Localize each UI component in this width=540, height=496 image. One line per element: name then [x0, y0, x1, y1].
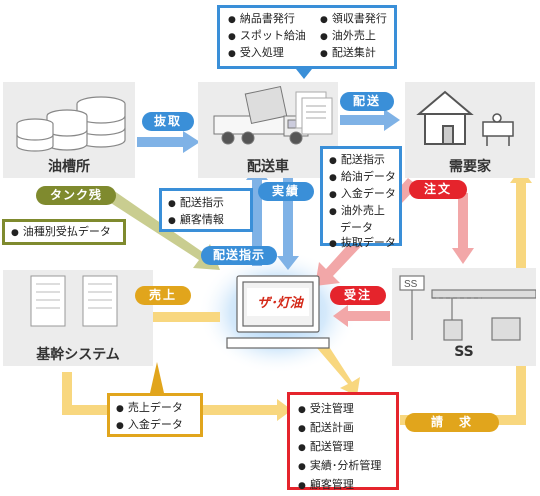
callout-oil-item: 油種別受払データ: [11, 224, 117, 241]
arrow-jisseki-down: [277, 172, 299, 270]
callout-top-item: 配送集計: [320, 45, 387, 62]
node-label-haisosha: 配送車: [247, 159, 289, 175]
callout-top-item: 納品書発行: [228, 11, 306, 28]
node-label-juyouka: 需要家: [449, 159, 491, 175]
arrow-juchu: [333, 305, 390, 327]
arrow-juyouka-to-ss: [452, 193, 474, 264]
callout-vehicle-item: 抜取データ: [329, 235, 396, 252]
callout-vehicle-item: 入金データ: [329, 186, 396, 203]
callout-sales-item: 売上データ: [116, 400, 194, 417]
callout-sales: 売上データ 入金データ: [107, 393, 203, 437]
computer-icon: [226, 275, 330, 349]
callout-features-item: 配送計画: [298, 419, 388, 438]
node-haisosha: 配送車: [198, 82, 338, 178]
callout-oil-data: 油種別受払データ: [2, 219, 126, 245]
node-yusoujo: 油槽所: [3, 82, 135, 178]
callout-haiso-item: 顧客情報: [168, 212, 244, 229]
node-ss: SS SS: [392, 268, 536, 366]
callout-top: 納品書発行 スポット給油 受入処理 領収書発行 油外売上 配送集計: [217, 5, 397, 69]
callout-vehicle-item: 配送指示: [329, 152, 393, 169]
node-label-ss: SS: [454, 344, 474, 360]
house-icon: [416, 90, 514, 146]
callout-haiso-item: 配送指示: [168, 195, 244, 212]
node-label-yusoujo: 油槽所: [48, 159, 90, 175]
callout-vehicle-item: 給油データ: [329, 169, 396, 186]
callout-features-item: 顧客管理: [298, 476, 388, 495]
callout-vehicle-data: 配送指示 給油データ 入金データ 油外売上 データ 抜取データ: [320, 146, 402, 249]
callout-features-item: 受注管理: [298, 400, 388, 419]
node-label-kikan: 基幹システム: [36, 347, 120, 363]
callout-top-item: 油外売上: [320, 28, 387, 45]
pill-uriage: 売上: [135, 286, 191, 305]
gas-station-icon: SS: [399, 275, 536, 341]
callout-haiso-input: 配送指示 顧客情報: [159, 188, 253, 232]
callout-features-item: 配送管理: [298, 438, 388, 457]
pill-haiso-shiji: 配送指示: [201, 246, 277, 265]
logo-text: ザ･灯油: [257, 296, 303, 311]
callout-sales-item: 入金データ: [116, 417, 194, 434]
pill-tank-zan: タンク残: [36, 186, 116, 205]
pill-chumon: 注文: [409, 180, 467, 199]
node-kikan: 基幹システム: [3, 270, 153, 366]
callout-features-item: 実績･分析管理: [298, 457, 388, 476]
pill-seikyu: 請 求: [405, 413, 499, 432]
callout-sales-pointer: [150, 362, 164, 393]
arrow-haisosha-to-juyouka: [340, 109, 400, 131]
oil-tank-icon: [16, 96, 126, 152]
pill-haiso: 配送: [340, 92, 394, 111]
arrow-yusoujo-to-haisosha: [137, 131, 200, 153]
pill-nukitori: 抜取: [142, 112, 194, 131]
callout-vehicle-item: 油外売上: [329, 203, 393, 220]
callout-top-item: スポット給油: [228, 28, 306, 45]
callout-vehicle-item: データ: [340, 221, 373, 234]
callout-features: 受注管理 配送計画 配送管理 実績･分析管理 顧客管理: [287, 392, 399, 491]
callout-top-item: 受入処理: [228, 45, 306, 62]
pill-juchu: 受注: [330, 286, 386, 305]
arrow-center-to-features: [317, 342, 360, 396]
ss-sign: SS: [404, 279, 418, 290]
pill-jisseki: 実績: [258, 182, 314, 201]
node-juyouka: 需要家: [405, 82, 535, 178]
callout-top-item: 領収書発行: [320, 11, 387, 28]
documents-icon: [30, 275, 118, 327]
callout-top-pointer: [296, 69, 312, 79]
tank-truck-icon: [213, 85, 333, 145]
